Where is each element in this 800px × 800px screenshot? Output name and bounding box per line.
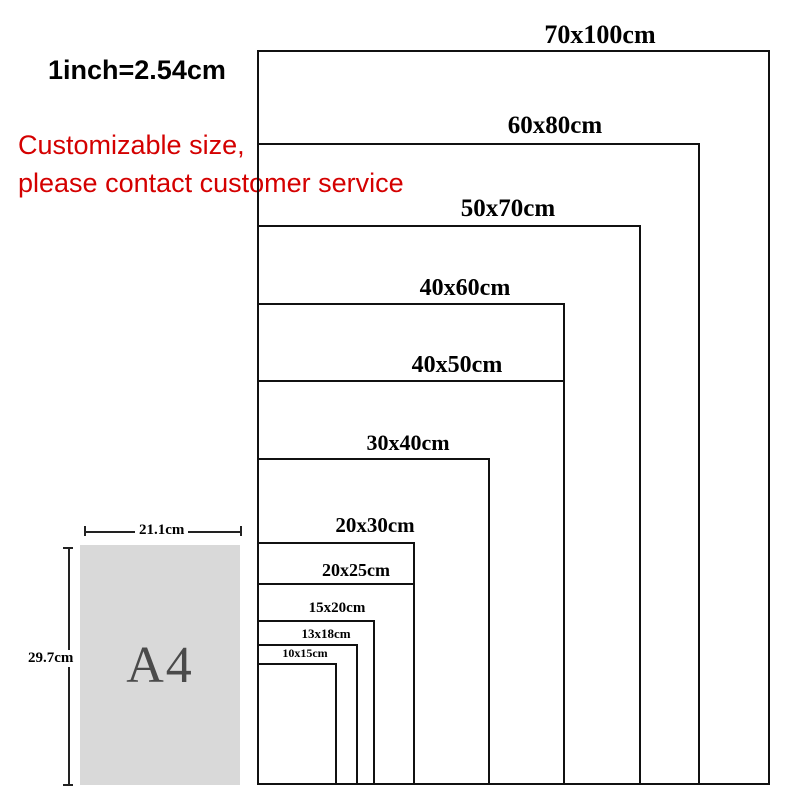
a4-height-dimension-tick-bottom xyxy=(63,784,73,786)
size-label-10x15cm: 10x15cm xyxy=(282,646,328,660)
size-label-15x20cm: 15x20cm xyxy=(308,600,366,616)
size-label-13x18cm: 13x18cm xyxy=(301,626,351,641)
inch-conversion-note: 1inch=2.54cm xyxy=(48,55,226,85)
size-label-20x25cm: 20x25cm xyxy=(322,560,390,580)
size-rect-10x15cm xyxy=(257,663,337,785)
a4-height-label: 29.7cm xyxy=(24,650,78,667)
a4-width-dimension-tick-right xyxy=(240,526,242,536)
a4-height-dimension-tick-top xyxy=(63,547,73,549)
customizable-notice-line1: Customizable size, xyxy=(18,130,245,160)
a4-width-label: 21.1cm xyxy=(135,522,189,539)
customizable-notice-line2: please contact customer service xyxy=(18,168,404,198)
size-label-70x100cm: 70x100cm xyxy=(544,20,656,49)
a4-label: A4 xyxy=(126,636,194,694)
a4-width-dimension-tick-left xyxy=(84,526,86,536)
a4-reference-box: A4 xyxy=(80,545,240,785)
size-label-60x80cm: 60x80cm xyxy=(507,112,603,139)
size-label-40x50cm: 40x50cm xyxy=(411,352,503,378)
size-label-30x40cm: 30x40cm xyxy=(366,430,450,455)
size-label-20x30cm: 20x30cm xyxy=(335,513,415,537)
size-label-40x60cm: 40x60cm xyxy=(419,275,511,301)
customizable-notice: Customizable size, please contact custom… xyxy=(18,126,404,202)
size-label-50x70cm: 50x70cm xyxy=(460,195,556,222)
